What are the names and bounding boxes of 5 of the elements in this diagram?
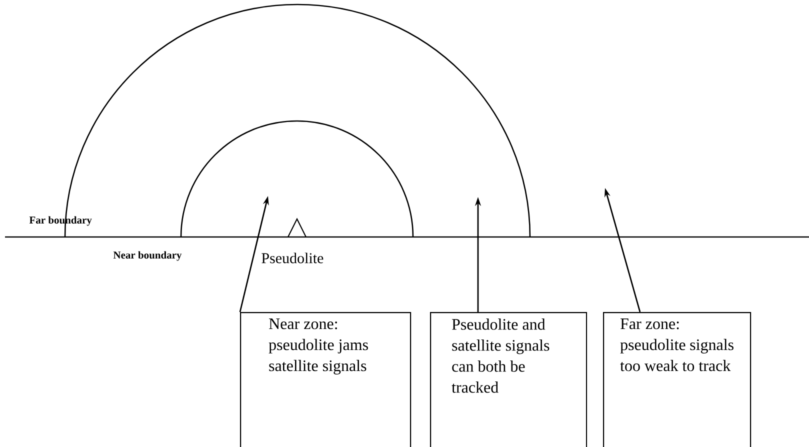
boundary-label: Near boundary [113, 251, 182, 261]
text-box: Pseudolite and satellite signals can both be tracked [430, 312, 588, 447]
boundary-label: Pseudolite [262, 252, 324, 264]
text-box: Far zone: pseudolite signals too weak to track [603, 312, 752, 447]
text-box: Near zone: pseudolite jams satellite signals [240, 312, 412, 447]
